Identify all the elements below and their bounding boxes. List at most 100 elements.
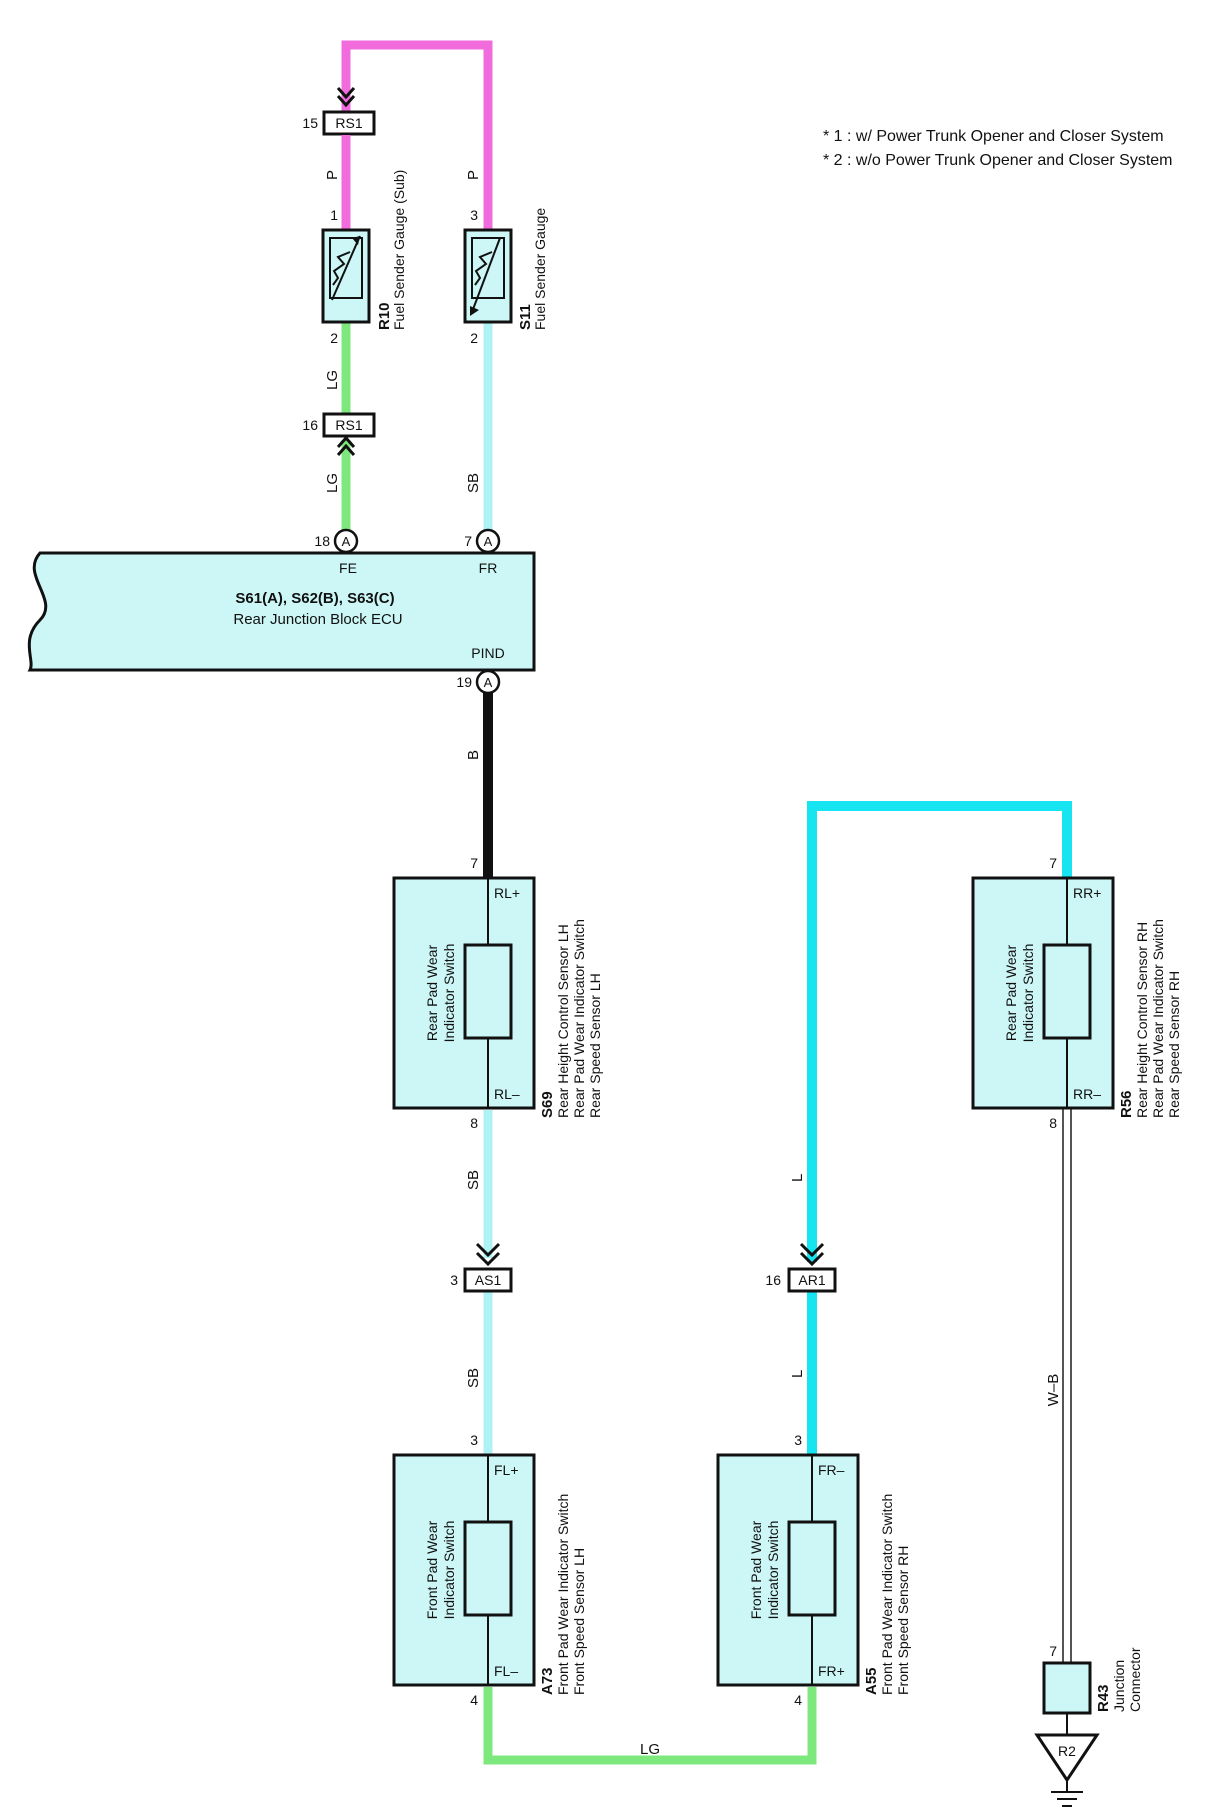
a55-code: A55 <box>863 1667 880 1695</box>
a73-term-bottom: FL– <box>494 1663 518 1679</box>
r56-term-bottom: RR– <box>1073 1086 1101 1102</box>
ground-label: R2 <box>1058 1743 1076 1759</box>
s69-inner-line1: Rear Pad Wear <box>424 945 440 1042</box>
ecu-fe-connector-letter: A <box>342 534 351 549</box>
ecu-terminal-fr: FR <box>479 560 498 576</box>
s69-inner-line2: Indicator Switch <box>441 944 457 1043</box>
note-2: * 2 : w/o Power Trunk Opener and Closer … <box>823 152 1172 169</box>
a73-component: 3 FL+ FL– Front Pad Wear Indicator Switc… <box>392 1432 587 1708</box>
s11-pin-top: 3 <box>470 207 478 223</box>
s11-pin-bottom: 2 <box>470 330 478 346</box>
wire-l <box>807 801 1072 1262</box>
a55-name-1: Front Pad Wear Indicator Switch <box>879 1494 895 1695</box>
wire-label-sb-low: SB <box>465 1368 482 1388</box>
a73-name-2: Front Speed Sensor LH <box>571 1548 587 1695</box>
ar1-label: AR1 <box>798 1272 825 1288</box>
a73-name-1: Front Pad Wear Indicator Switch <box>555 1494 571 1695</box>
s11-code: S11 <box>517 304 534 330</box>
wire-p <box>341 40 493 230</box>
a73-pin-top: 3 <box>470 1432 478 1448</box>
a55-term-top: FR– <box>818 1462 845 1478</box>
r56-pin-top: 7 <box>1049 855 1057 871</box>
s69-name-1: Rear Height Control Sensor LH <box>555 924 571 1118</box>
a73-code: A73 <box>539 1667 556 1695</box>
connector-as1: AS1 3 <box>450 1242 513 1293</box>
note-1: * 1 : w/ Power Trunk Opener and Closer S… <box>823 128 1164 145</box>
r10-pin-top: 1 <box>330 207 338 223</box>
s69-pin-top: 7 <box>470 855 478 871</box>
r56-name-1: Rear Height Control Sensor RH <box>1134 922 1150 1118</box>
r56-name-3: Rear Speed Sensor RH <box>1166 971 1182 1118</box>
a73-inner-line1: Front Pad Wear <box>424 1520 440 1619</box>
wire-label-p-right: P <box>465 170 482 180</box>
ecu-title: S61(A), S62(B), S63(C) <box>235 590 394 607</box>
wire-label-l-lower: L <box>789 1370 806 1378</box>
rs1-mid-label: RS1 <box>335 417 362 433</box>
wire-label-wb: W–B <box>1045 1374 1062 1407</box>
s69-name-3: Rear Speed Sensor LH <box>587 973 603 1118</box>
s69-name-2: Rear Pad Wear Indicator Switch <box>571 919 587 1118</box>
r56-pin-bottom: 8 <box>1049 1115 1057 1131</box>
rs1-top-label: RS1 <box>335 115 362 131</box>
r43-code: R43 <box>1095 1684 1112 1712</box>
ecu-fr-connector-letter: A <box>484 534 493 549</box>
ecu-pind-pin: 19 <box>456 674 472 690</box>
s69-component: 7 RL+ RL– Rear Pad Wear Indicator Switch… <box>392 855 603 1131</box>
a55-component: 3 FR– FR+ Front Pad Wear Indicator Switc… <box>716 1432 911 1708</box>
wire-label-lg-bottom: LG <box>640 1741 660 1758</box>
r10-name: Fuel Sender Gauge (Sub) <box>391 170 407 330</box>
a73-pin-bottom: 4 <box>470 1692 478 1708</box>
s69-term-top: RL+ <box>494 885 520 901</box>
wire-label-b: B <box>465 750 482 760</box>
r56-name-2: Rear Pad Wear Indicator Switch <box>1150 919 1166 1118</box>
r43-name-2: Connector <box>1127 1647 1143 1712</box>
wire-label-sb-mid: SB <box>465 1170 482 1190</box>
r10-component: 1 2 R10 Fuel Sender Gauge (Sub) <box>321 170 407 346</box>
ecu-block: A A A 18 7 19 FE FR PIND S61(A), S62(B),… <box>27 528 536 695</box>
a55-inner-line1: Front Pad Wear <box>748 1520 764 1619</box>
wire-lg-bottom <box>483 1687 817 1765</box>
r43-pin: 7 <box>1049 1643 1057 1659</box>
r10-code: R10 <box>376 302 393 330</box>
a55-pin-bottom: 4 <box>794 1692 802 1708</box>
ar1-pin: 16 <box>765 1272 781 1288</box>
connector-rs1-top: RS1 15 <box>302 87 376 136</box>
rs1-top-pin: 15 <box>302 115 318 131</box>
a55-term-bottom: FR+ <box>818 1663 845 1679</box>
as1-label: AS1 <box>475 1272 502 1288</box>
r56-code: R56 <box>1118 1090 1135 1118</box>
wire-label-lg-lower: LG <box>324 473 341 493</box>
s69-term-bottom: RL– <box>494 1086 520 1102</box>
s69-pin-bottom: 8 <box>470 1115 478 1131</box>
r43-component: 7 R43 Junction Connector <box>1042 1643 1143 1715</box>
r43-name-1: Junction <box>1111 1660 1127 1712</box>
r56-inner-line2: Indicator Switch <box>1020 944 1036 1043</box>
wire-label-sb-upper: SB <box>465 473 482 493</box>
r56-term-top: RR+ <box>1073 885 1101 901</box>
a55-pin-top: 3 <box>794 1432 802 1448</box>
rs1-mid-pin: 16 <box>302 417 318 433</box>
s11-component: 3 2 S11 Fuel Sender Gauge <box>463 207 548 346</box>
ground-symbol: R2 <box>1034 1733 1100 1807</box>
connector-rs1-mid: RS1 16 <box>302 412 376 456</box>
ecu-terminal-pind: PIND <box>471 645 504 661</box>
ecu-terminal-fe: FE <box>339 560 357 576</box>
a73-term-top: FL+ <box>494 1462 519 1478</box>
ecu-fe-pin: 18 <box>314 533 330 549</box>
wire-label-lg-upper: LG <box>324 370 341 390</box>
r56-inner-line1: Rear Pad Wear <box>1003 945 1019 1042</box>
s11-name: Fuel Sender Gauge <box>532 208 548 330</box>
as1-pin: 3 <box>450 1272 458 1288</box>
ecu-pind-connector-letter: A <box>484 675 493 690</box>
ecu-fr-pin: 7 <box>464 533 472 549</box>
connector-ar1: AR1 16 <box>765 1242 837 1293</box>
a55-inner-line2: Indicator Switch <box>765 1521 781 1620</box>
wire-label-l-upper: L <box>789 1174 806 1182</box>
wire-label-p-left: P <box>324 170 341 180</box>
r56-component: 7 RR+ RR– Rear Pad Wear Indicator Switch… <box>971 855 1182 1131</box>
a55-name-2: Front Speed Sensor RH <box>895 1546 911 1695</box>
s69-code: S69 <box>539 1091 556 1118</box>
a73-inner-line2: Indicator Switch <box>441 1521 457 1620</box>
ecu-subtitle: Rear Junction Block ECU <box>233 611 402 628</box>
